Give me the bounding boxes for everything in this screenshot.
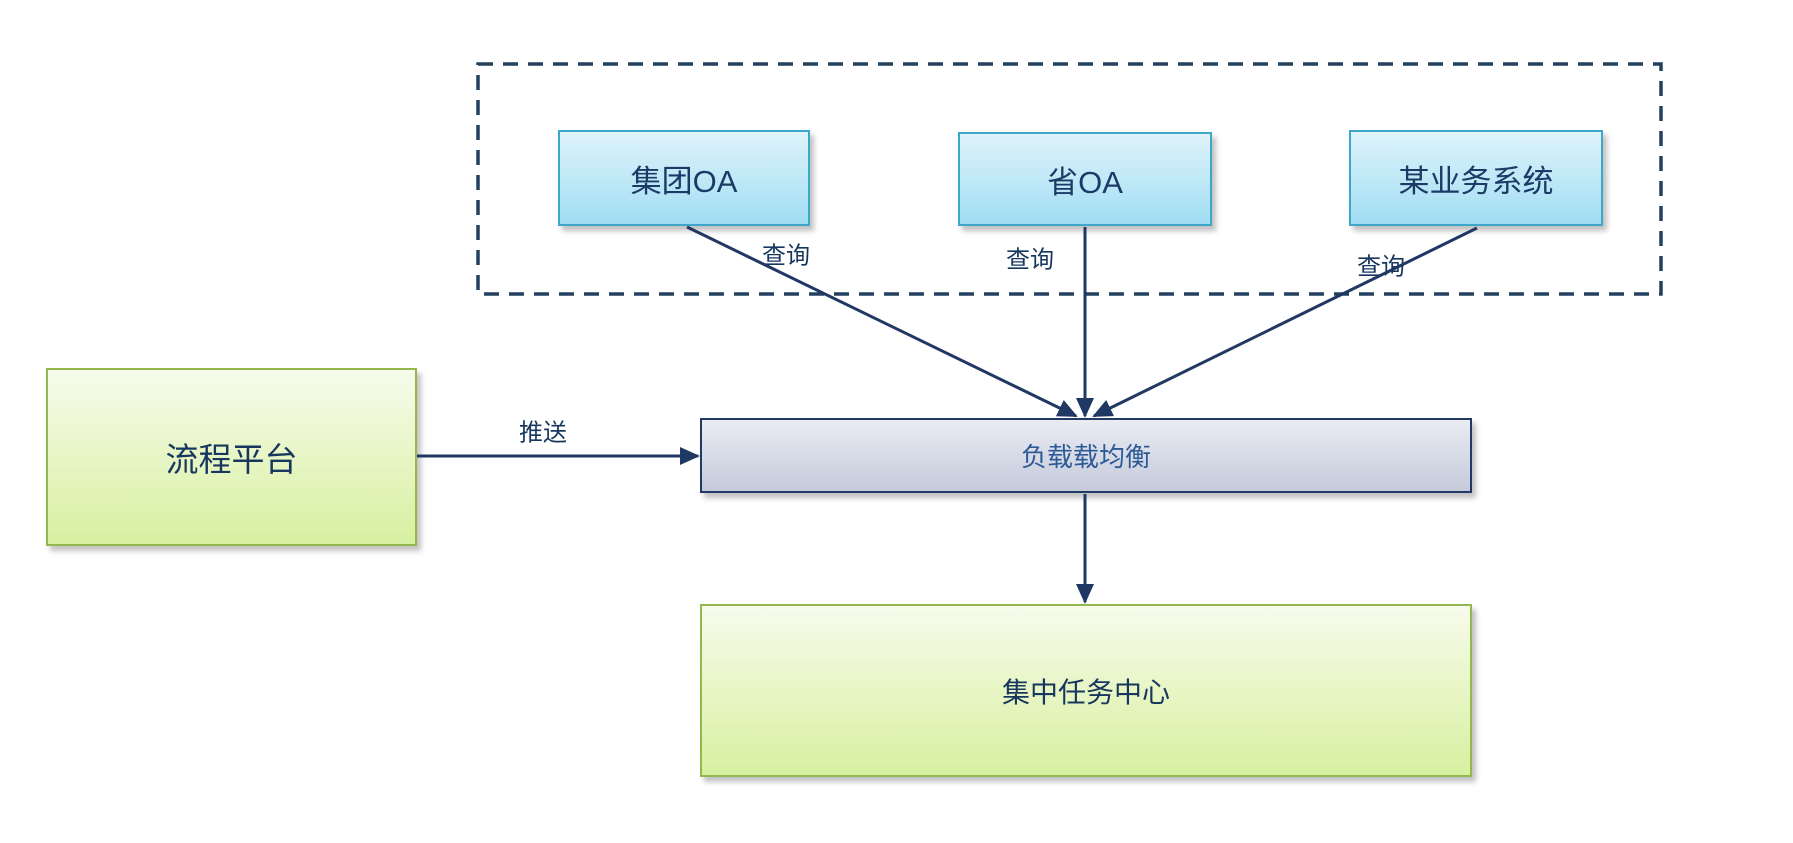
node-group-oa: 集团OA: [558, 130, 810, 226]
node-process-platform-label: 流程平台: [165, 441, 298, 478]
node-load-balancer-label: 负载载均衡: [1020, 442, 1151, 472]
node-task-center-label: 集中任务中心: [1001, 676, 1170, 708]
edge-label-push: 推送: [519, 419, 567, 447]
node-group-oa-label: 集团OA: [630, 163, 738, 199]
edge-label-query-business-system: 查询: [1357, 253, 1405, 281]
node-task-center: 集中任务中心: [700, 604, 1472, 777]
node-province-oa: 省OA: [958, 132, 1212, 226]
edge-label-query-province-oa: 查询: [1006, 246, 1054, 274]
node-load-balancer: 负载载均衡: [700, 418, 1472, 493]
node-business-system: 某业务系统: [1349, 130, 1603, 226]
edge-label-query-group-oa: 查询: [762, 242, 810, 270]
node-process-platform: 流程平台: [46, 368, 417, 546]
edge-query-business-system: [1092, 226, 1478, 418]
node-province-oa-label: 省OA: [1047, 164, 1123, 200]
node-business-system-label: 某业务系统: [1398, 163, 1554, 199]
